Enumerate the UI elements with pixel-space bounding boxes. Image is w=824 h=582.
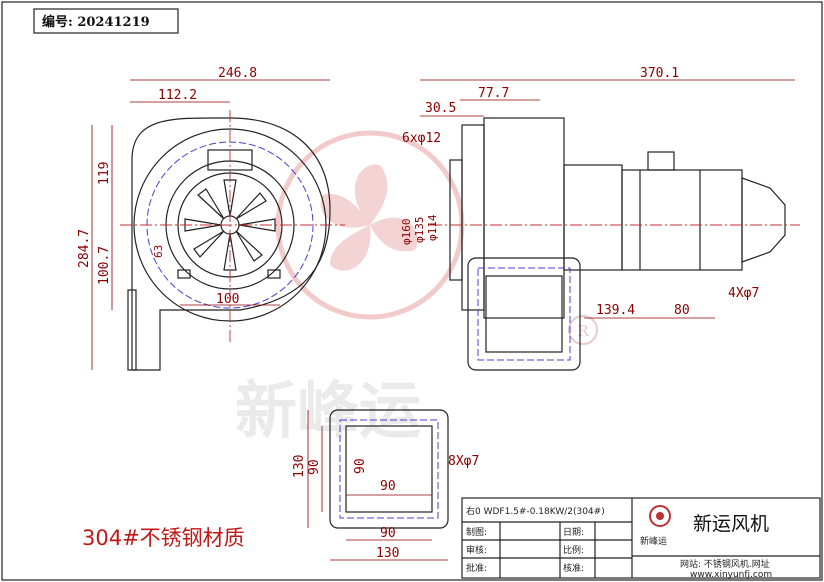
flange-opening [345,425,433,513]
website-label: 网站: 不锈钢风机.网址 [680,558,770,570]
dim-small: 63 [152,245,165,258]
flange-bolt-pattern [339,419,439,519]
mount-lug [177,269,191,279]
dim-base1: 139.4 [596,303,635,318]
watermark-petal [320,194,370,228]
website-url: www.xinyunfj.com [690,570,772,580]
outlet-bolt-pattern [477,267,571,361]
row-label-approve: 批准: [466,562,487,574]
dim-outer-h: 130 [292,455,307,478]
blade [193,230,225,258]
dim-bottom-outer: 130 [376,546,399,561]
dim-inner-w: 90 [380,479,396,494]
dim-dia1: φ160 [400,219,413,246]
housing-side [461,124,485,311]
watermark-petal [354,164,388,225]
watermark-petal [330,225,371,271]
dim-height-total: 284.7 [77,229,92,268]
material-note: 304#不锈钢材质 [82,526,245,550]
dim-length-total: 370.1 [640,66,679,81]
blade [235,230,263,262]
serial-number: 编号: 20241219 [42,14,150,30]
dim-inner-h: 90 [307,459,322,475]
right-view: 370.1 30.5 77.7 6xφ12 φ160 φ135 φ114 139… [400,66,800,371]
outlet-opening [485,275,563,353]
volute-side [483,117,565,319]
dim-holes: 6xφ12 [402,131,441,146]
cell-scale: 比例: [563,544,584,556]
cell-check: 核准: [563,562,584,574]
dim-base2: 80 [674,303,690,318]
mount-lug [267,269,281,279]
logo-center [656,512,664,520]
flange-outer [329,409,449,529]
motor-adapter [563,164,623,271]
outlet-flange [127,289,137,371]
dim-width-partial: 112.2 [158,88,197,103]
blade [235,192,267,220]
dim-width-total: 246.8 [218,66,257,81]
dim-dia3: φ114 [426,214,439,241]
title-block-frame [461,497,821,579]
motor-fan-cover [741,177,786,263]
dim-height-upper: 119 [97,162,112,185]
dim-outlet: 100 [216,292,239,307]
left-view: 246.8 112.2 284.7 119 100.7 100 63 [77,66,345,371]
dim-d1: 30.5 [425,101,456,116]
dim-foot-holes: 4Xφ7 [728,286,759,301]
blade [197,188,225,220]
dim-d2: 77.7 [478,86,509,101]
dim-bottom-inner: 90 [380,526,396,541]
company-name: 新运风机 [693,513,769,535]
model-number: 右0 WDF1.5#-0.18KW/2(304#) [466,505,605,517]
watermark: R 新峰运 [235,130,598,447]
cell-date: 日期: [563,527,584,538]
dim-height-lower: 100.7 [97,246,112,285]
row-label-review: 审核: [466,544,487,556]
logo-text: 新峰运 [640,535,667,547]
dim-dia2: φ135 [413,217,426,244]
row-label-draw: 制图: [466,526,487,538]
terminal-box [647,151,675,171]
company-logo [649,505,671,527]
watermark-petal [370,217,418,252]
serial-box [33,8,179,34]
title-block: 右0 WDF1.5#-0.18KW/2(304#) 制图: 审核: 批准: 日期… [461,497,821,580]
volute-housing [131,117,331,371]
registered-mark [568,315,598,345]
dim-flange-holes: 8Xφ7 [448,454,479,469]
registered-letter: R [577,322,589,340]
dim-inner-h2: 90 [353,458,368,474]
flange-view: 130 90 90 90 90 130 8Xφ7 [292,409,479,561]
outlet-flange-face [467,257,581,371]
